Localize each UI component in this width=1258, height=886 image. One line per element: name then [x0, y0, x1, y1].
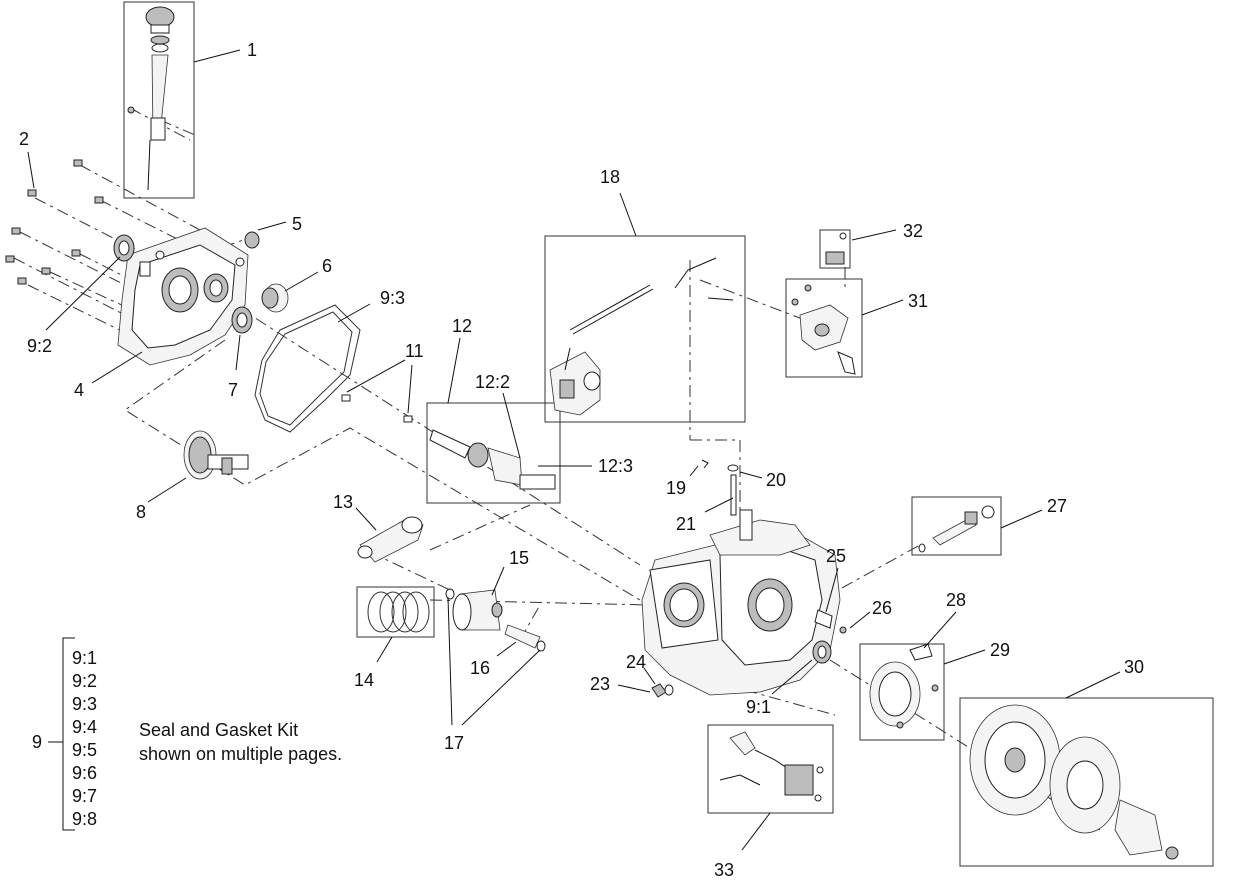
control-bracket-part — [785, 278, 863, 378]
callout-32: 32 — [903, 221, 923, 241]
callout-33: 33 — [714, 860, 734, 880]
kit-note-line-1: Seal and Gasket Kit — [139, 720, 298, 740]
callout-6: 6 — [322, 256, 332, 276]
camshaft-part — [183, 430, 249, 480]
cover-bolts — [5, 159, 104, 285]
kit-item-7: 9:7 — [72, 786, 97, 806]
callout-14: 14 — [354, 670, 374, 690]
callout-18: 18 — [600, 167, 620, 187]
callout-11: 11 — [405, 341, 424, 361]
kit-item-6: 9:6 — [72, 763, 97, 783]
callout-9-2: 9:2 — [27, 336, 52, 356]
callout-15: 15 — [509, 548, 529, 568]
dowel-pins — [341, 394, 413, 423]
callout-26: 26 — [872, 598, 892, 618]
connecting-rod-part — [357, 516, 424, 563]
piston-rings-part — [356, 586, 435, 638]
callout-27: 27 — [1047, 496, 1067, 516]
callout-12: 12 — [452, 316, 472, 336]
callout-1: 1 — [247, 40, 257, 60]
oil-seal-part — [113, 234, 135, 262]
kit-item-1: 9:1 — [72, 648, 97, 668]
callout-9-3: 9:3 — [380, 288, 405, 308]
dipstick-part — [123, 1, 195, 199]
seal-gasket-kit-legend: 9 9:1 9:2 9:3 9:4 9:5 9:6 9:7 9:8 Seal a… — [32, 637, 342, 831]
kit-item-8: 9:8 — [72, 809, 97, 829]
piston-pin-part — [445, 588, 546, 652]
callout-25: 25 — [826, 546, 846, 566]
kit-item-4: 9:4 — [72, 717, 97, 737]
callout-4: 4 — [74, 380, 84, 400]
callout-17: 17 — [444, 733, 464, 753]
callout-8: 8 — [136, 502, 146, 522]
callout-29: 29 — [990, 640, 1010, 660]
stop-switch-part — [819, 229, 851, 269]
crankshaft-part — [426, 402, 561, 504]
callout-7: 7 — [228, 380, 238, 400]
callout-20: 20 — [766, 470, 786, 490]
kit-item-2: 9:2 — [72, 671, 97, 691]
callout-9-1: 9:1 — [746, 697, 771, 717]
kit-item-3: 9:3 — [72, 694, 97, 714]
crankcase-cover-part — [117, 227, 249, 366]
small-hardware-parts — [651, 609, 847, 698]
governor-parts — [231, 231, 289, 334]
callout-30: 30 — [1124, 657, 1144, 677]
callout-28: 28 — [946, 590, 966, 610]
callout-31: 31 — [908, 291, 928, 311]
kit-number: 9 — [32, 732, 42, 752]
callout-2: 2 — [19, 129, 29, 149]
stator-part — [859, 643, 945, 741]
ignition-coil-part — [707, 724, 834, 814]
callout-21: 21 — [676, 514, 696, 534]
engine-block-part — [641, 509, 841, 696]
governor-arm-shaft-part — [911, 496, 1002, 556]
callouts: 1 2 5 6 9:2 4 7 9:3 11 12 12:2 12:3 8 13… — [19, 40, 1144, 880]
callout-12-3: 12:3 — [598, 456, 633, 476]
callout-23: 23 — [590, 674, 610, 694]
callout-24: 24 — [626, 652, 646, 672]
flywheel-part — [959, 697, 1214, 867]
gasket-part — [254, 304, 361, 433]
kit-item-5: 9:5 — [72, 740, 97, 760]
governor-shaft-parts — [701, 459, 739, 516]
callout-13: 13 — [333, 492, 353, 512]
callout-19: 19 — [666, 478, 686, 498]
piston-part — [452, 589, 503, 631]
carburetor-assembly-part — [544, 235, 746, 423]
kit-note-line-2: shown on multiple pages. — [139, 744, 342, 764]
callout-5: 5 — [292, 214, 302, 234]
callout-12-2: 12:2 — [475, 372, 510, 392]
callout-16: 16 — [470, 658, 490, 678]
